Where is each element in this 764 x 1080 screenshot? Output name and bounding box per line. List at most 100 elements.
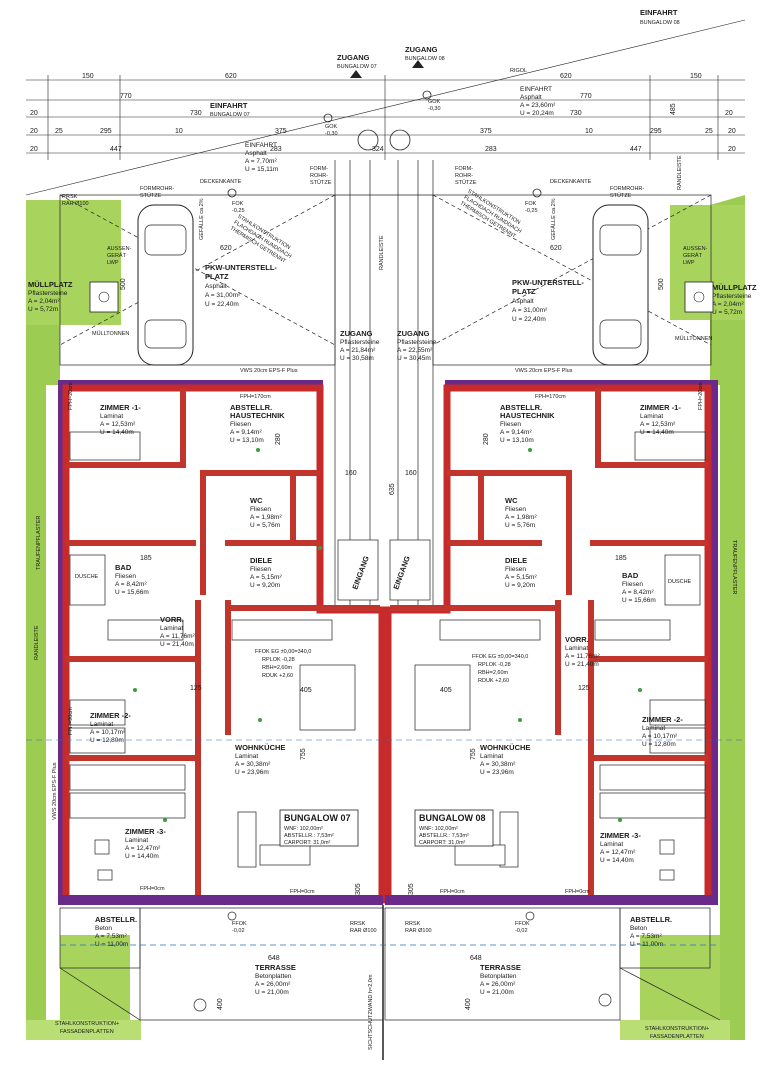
pkw-right-dim-500: 500 [658,278,665,290]
car-left [137,204,194,366]
dim-770-left: 770 [120,93,132,100]
vws-left: VWS 20cm EPS-F Plus [240,368,298,374]
bed-zimmer2-right-a [649,699,706,726]
zugang-left-label: ZUGANG [337,53,370,62]
abstell-beton-left-area: A = 7,53m² [95,933,127,940]
dim-r4-4: 375 [275,128,287,135]
bad-left-perim: U = 15,66m [115,589,149,596]
bad-right-area: A = 8,42m² [622,589,654,596]
pkw-left-2: Asphalt [205,283,227,290]
car-left-body [137,204,194,366]
zugang-paving-right-3: U = 30,45m [397,355,431,362]
wall-l-8 [195,600,201,895]
bad-right-perim: U = 15,66m [622,597,656,604]
terrasse-left-3: U = 21,00m [255,989,289,996]
dim-r5-5: 447 [630,146,642,153]
marker-4 [258,718,262,722]
randleiste-right: RANDLEISTE [677,155,683,190]
dim-r4-1: 25 [55,128,63,135]
randleiste-mid: RANDLEISTE [379,235,385,270]
abstell-beton-right-area: A = 7,53m² [630,933,662,940]
marker-6 [638,688,642,692]
dim-r4-2: 295 [100,128,112,135]
bed-zimmer2-right-b [649,727,706,754]
abstellr-left-sub: HAUSTECHNIK [230,411,285,420]
dim-185-right: 185 [615,555,627,562]
zimmer1-right-name: ZIMMER -1- [640,403,681,412]
marker-8 [163,818,167,822]
table-right [414,664,471,731]
fok-marker-right [532,188,542,198]
bungalow-08-carport: CARPORT: 31,0m² [419,840,466,846]
car-right [592,204,649,366]
fph-labels: FPH=170cm FPH=170cm FPH=0cm FPH=0cm FPH=… [68,382,704,895]
wall-r-11 [390,605,560,611]
formrohr-mid-left-2: STÜTZE [310,179,332,186]
marker-3 [133,688,137,692]
vws-left-side: VWS 20cm EPS-F Plus [52,762,58,820]
fph0-left-b: FPH=0cm [140,886,165,892]
muell-right-1: Pflastersteine [712,293,752,300]
fok-right-1: -0,25 [525,208,538,214]
muell-left-1: Pflastersteine [28,290,68,297]
pkw-right-4: U = 22,40m [512,316,546,323]
tub-right [664,554,701,606]
pkw-left-dim-500: 500 [120,278,127,290]
fph170-right: FPH=170cm [535,394,566,400]
zimmer3-right-floor: Laminat [600,841,623,848]
bungalow-07-name: BUNGALOW 07 [284,813,351,823]
desk-left-b [97,869,113,881]
dim-r5-4: 283 [485,146,497,153]
vorr-left-perim: U = 21,40m [160,641,194,648]
formrohr-mid-left-0: FORM- [310,166,328,172]
zimmer1-left-area: A = 12,53m² [100,421,136,428]
vorr-right-name: VORR. [565,635,589,644]
einfahrt-left-sub: BUNGALOW 07 [210,112,250,118]
abstell-beton-left-floor: Beton [95,925,112,932]
einfahrt-left-label: EINFAHRT [210,101,248,110]
dim-125-left: 125 [190,685,202,692]
zimmer1-left-name: ZIMMER -1- [100,403,141,412]
dim-648-left: 648 [268,955,280,962]
diele-left-floor: Fliesen [250,566,271,573]
wohnkueche-left-perim: U = 23,96m [235,769,269,776]
fok-marker-left [227,188,237,198]
wall-r-12 [478,476,484,541]
lawn-left [26,200,60,1040]
ffok-left-l0: FFOK EG ±0,00=340,0 [255,649,311,655]
pkw-right-3: A = 31,00m² [512,307,548,314]
bed-zimmer3-left-b [69,792,186,819]
pkw-right-dim-620: 620 [550,245,562,252]
sonderwanne-right [594,619,671,641]
dim-r5-6: 20 [728,146,736,153]
deckenkante-left: DECKENKANTE [200,179,242,185]
bed-zimmer1-left [69,431,141,461]
zugang-paving-left-2: A = 21,84m² [340,347,376,354]
bungalow-08-name: BUNGALOW 08 [419,813,486,823]
lawn-areas [26,195,745,1040]
abstellr-left-floor: Fliesen [230,421,251,428]
kitchen-left [231,619,333,641]
dim-r5-3: 324 [372,146,384,153]
terrace-lines [26,739,745,1060]
dim-305-left: 305 [355,883,362,895]
wall-l-11 [225,605,380,611]
muelltonnen-right: MÜLLTONNEN [675,335,712,342]
ffok-marker-right [525,911,535,921]
kitchen-right [439,619,541,641]
abstell-beton-left-name: ABSTELLR. [95,915,137,924]
muelltonnen-left: MÜLLTONNEN [92,330,129,337]
ffok-right-l1: RPLOK -0,28 [478,662,511,668]
sonderwanne-left [107,619,184,641]
gok-marker-left [323,113,333,123]
wall-l-6 [225,540,320,546]
dim-755-right: 755 [470,748,477,760]
zimmer3-left-floor: Laminat [125,837,148,844]
abstellr-right-floor: Fliesen [500,421,521,428]
pipe-circle-right [389,129,411,151]
wall-l-7 [66,656,196,662]
dim-150-left: 150 [82,73,94,80]
bungalow-08-wnf: WNF: 102,00m² [419,826,458,832]
zimmer3-left-name: ZIMMER -3- [125,827,166,836]
randleiste-left: RANDLEISTE [34,625,40,660]
